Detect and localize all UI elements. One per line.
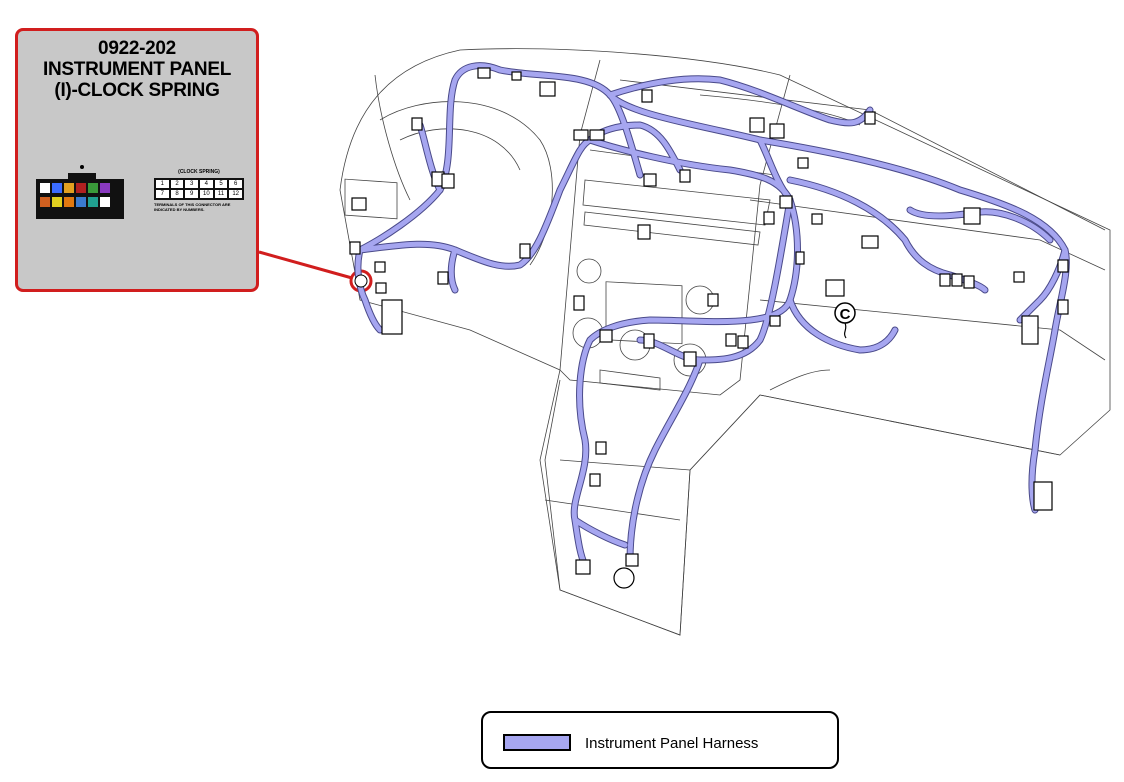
- harness-fill: [355, 63, 1069, 568]
- connector-header: (CLOCK SPRING): [178, 169, 220, 175]
- harness-swatch: [503, 734, 571, 751]
- connector-face-icon: [36, 165, 124, 219]
- harness-outline: [354, 62, 1070, 569]
- terminal-3: 3: [185, 180, 198, 188]
- terminal-10: 10: [200, 190, 213, 198]
- terminal-9: 9: [185, 190, 198, 198]
- terminal-12: 12: [229, 190, 242, 198]
- terminal-4: 4: [200, 180, 213, 188]
- terminal-2: 2: [170, 180, 184, 188]
- connector-terminal-diagram: (CLOCK SPRING) 1 2 3 4 5 6 7 8 9 10 11 1…: [154, 169, 244, 212]
- callout-box: 0922-202 INSTRUMENT PANEL (I)-CLOCK SPRI…: [15, 28, 259, 292]
- terminal-8: 8: [170, 190, 184, 198]
- callout-leader-line: [258, 250, 353, 280]
- marker-letter: C: [840, 306, 851, 323]
- terminal-11: 11: [214, 190, 228, 198]
- terminal-5: 5: [214, 180, 228, 188]
- dashboard-outline: [339, 48, 1111, 636]
- legend: Instrument Panel Harness: [481, 711, 839, 769]
- light-sensor-icon: [613, 567, 635, 589]
- legend-label: Instrument Panel Harness: [585, 735, 759, 752]
- connector-note: TERMINALS OF THIS CONNECTOR ARE INDICATE…: [154, 202, 231, 212]
- clock-spring-connector-icon: [354, 274, 368, 288]
- callout-title-line2: (I)-CLOCK SPRING: [54, 80, 220, 101]
- terminal-6: 6: [229, 180, 242, 188]
- terminal-7: 7: [156, 190, 169, 198]
- terminal-1: 1: [156, 180, 169, 188]
- callout-code: 0922-202: [98, 38, 176, 59]
- callout-title-line1: INSTRUMENT PANEL: [42, 59, 231, 80]
- connectors: [349, 67, 1069, 575]
- terminal-grid: 1 2 3 4 5 6 7 8 9 10 11 12: [154, 178, 244, 200]
